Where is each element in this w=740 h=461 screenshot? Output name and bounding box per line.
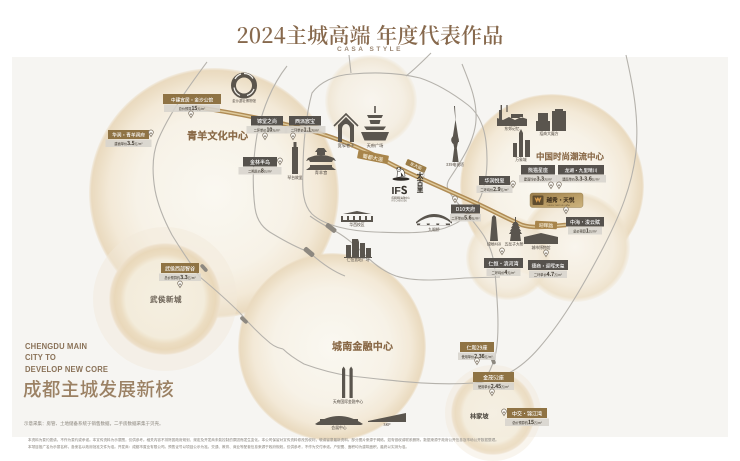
svg-text:IFS CHENGDU: IFS CHENGDU — [392, 199, 408, 203]
svg-text:古: 古 — [417, 177, 424, 187]
svg-text:二环单价1.1万/m²: 二环单价1.1万/m² — [291, 127, 320, 134]
svg-text:D10天府: D10天府 — [456, 206, 475, 213]
svg-text:建面均价3.3万/m²: 建面均价3.3万/m² — [524, 176, 553, 183]
svg-text:仁和29座: 仁和29座 — [467, 344, 488, 351]
svg-text:里: 里 — [417, 184, 424, 194]
svg-text:招商大魔方: 招商大魔方 — [540, 131, 559, 137]
svg-text:锦堂之尚: 锦堂之尚 — [257, 118, 277, 125]
svg-text:仁恒·滨河湾: 仁恒·滨河湾 — [488, 260, 518, 267]
svg-text:华润悦玺: 华润悦玺 — [484, 177, 504, 184]
svg-text:二环单价4.7万/m²: 二环单价4.7万/m² — [534, 271, 563, 278]
svg-text:总价预算15万/m²: 总价预算15万/m² — [179, 105, 206, 112]
svg-text:总价预算1万/m²: 总价预算1万/m² — [573, 228, 597, 235]
svg-text:总价预算约3.3万/m²: 总价预算约3.3万/m² — [164, 274, 196, 281]
svg-text:建面单价3.5万/m²: 建面单价3.5万/m² — [114, 140, 143, 147]
svg-text:金茂52座: 金茂52座 — [483, 374, 504, 381]
svg-text:YUEXIU TIANYUE CASA: YUEXIU TIANYUE CASA — [547, 204, 571, 207]
svg-text:琴台故里: 琴台故里 — [287, 175, 302, 181]
svg-text:建面单价3.3-3.6万/m²: 建面单价3.3-3.6万/m² — [562, 176, 600, 183]
svg-text:林家坡: 林家坡 — [469, 412, 489, 421]
svg-text:熊猫星座: 熊猫星座 — [528, 167, 548, 174]
svg-text:东大街: 东大街 — [409, 160, 424, 172]
svg-text:二环均价2.9万/m²: 二环均价2.9万/m² — [480, 186, 509, 193]
svg-text:使用单价2.36万/m²: 使用单价2.36万/m² — [461, 353, 493, 360]
svg-text:绿地468: 绿地468 — [487, 242, 501, 248]
svg-text:会展中心: 会展中心 — [331, 425, 346, 431]
svg-text:中海·浚云赋: 中海·浚云赋 — [570, 219, 600, 226]
svg-text:城南金融中心: 城南金融中心 — [332, 338, 393, 353]
svg-text:二环单价10万/m²: 二环单价10万/m² — [254, 127, 281, 134]
svg-text:中建宜居·金沙公馆: 中建宜居·金沙公馆 — [171, 96, 214, 103]
svg-text:使用单价2.45万/m²: 使用单价2.45万/m² — [478, 383, 510, 390]
svg-text:SKP: SKP — [383, 423, 391, 428]
svg-text:龙湖·九里晴川: 龙湖·九里晴川 — [565, 167, 598, 174]
svg-text:TAIKOO LI: TAIKOO LI — [422, 169, 426, 181]
svg-text:万象城: 万象城 — [515, 157, 527, 163]
svg-text:德商·迎晖天玺: 德商·迎晖天玺 — [532, 262, 565, 269]
svg-text:五岔子大桥: 五岔子大桥 — [505, 242, 524, 248]
svg-text:中交·锦江湾: 中交·锦江湾 — [512, 410, 542, 417]
svg-text:蜀都大道: 蜀都大道 — [362, 152, 385, 164]
svg-text:城市博物馆: 城市博物馆 — [532, 245, 551, 251]
svg-text:二环均价4万/m²: 二环均价4万/m² — [492, 269, 516, 276]
svg-text:成都国际金融中心: 成都国际金融中心 — [392, 196, 411, 200]
svg-text:二环单价5.6万/m²: 二环单价5.6万/m² — [451, 215, 480, 222]
svg-text:武侯西部智谷: 武侯西部智谷 — [165, 265, 195, 272]
svg-text:迎晖路: 迎晖路 — [539, 222, 554, 230]
svg-text:339电视塔: 339电视塔 — [446, 162, 464, 168]
svg-text:天府国际金融中心: 天府国际金融中心 — [333, 399, 364, 405]
svg-text:二期总价8万/m²: 二期总价8万/m² — [248, 168, 272, 175]
svg-text:华润·青羊润府: 华润·青羊润府 — [112, 131, 145, 138]
svg-text:西派宸宝: 西派宸宝 — [295, 118, 315, 125]
svg-text:仁恒置地广场: 仁恒置地广场 — [347, 257, 370, 263]
svg-text:太: 太 — [416, 170, 424, 180]
svg-text:天府广场: 天府广场 — [367, 142, 384, 149]
svg-text:青羊宫: 青羊宫 — [315, 169, 328, 176]
svg-text:金林半岛: 金林半岛 — [250, 159, 270, 166]
svg-text:华西校区: 华西校区 — [349, 222, 364, 228]
svg-text:中国时尚潮流中心: 中国时尚潮流中心 — [536, 151, 605, 163]
svg-text:宽窄巷子: 宽窄巷子 — [338, 142, 355, 149]
svg-text:金沙遗址博物馆: 金沙遗址博物馆 — [232, 98, 256, 103]
svg-text:总价预算约15万/m²: 总价预算约15万/m² — [512, 419, 543, 426]
svg-text:九眼桥: 九眼桥 — [428, 227, 440, 233]
svg-text:越秀·天悦: 越秀·天悦 — [546, 196, 575, 204]
svg-text:东郊记忆: 东郊记忆 — [504, 126, 519, 132]
svg-text:武侯新城: 武侯新城 — [150, 294, 182, 305]
svg-text:IFS: IFS — [392, 183, 408, 198]
svg-text:青羊文化中心: 青羊文化中心 — [187, 128, 249, 143]
